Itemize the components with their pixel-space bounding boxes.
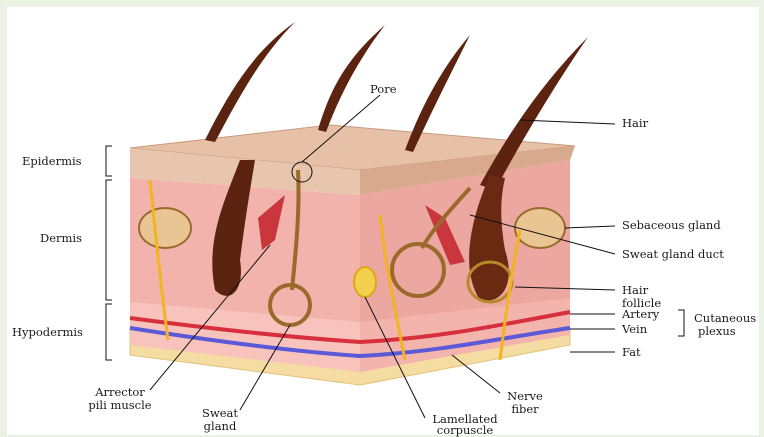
vein-label: Vein — [622, 323, 647, 336]
sebaceous-gland-right — [515, 208, 565, 248]
arrector-label-2: pili muscle — [70, 399, 170, 412]
nerve-label-2: fiber — [495, 403, 555, 416]
lamellated-corpuscle-shape — [354, 267, 376, 297]
lamellated-label-2: corpuscle — [420, 424, 510, 437]
hypodermis-label: Hypodermis — [12, 326, 83, 339]
sebaceous-gland-left — [139, 208, 191, 248]
epidermis-bracket — [106, 146, 112, 176]
sweat-gland-label-2: gland — [190, 420, 250, 433]
hair-label: Hair — [622, 117, 648, 130]
cutaneous-label-2: plexus — [698, 325, 736, 338]
hypodermis-bracket — [106, 304, 112, 360]
dermis-label: Dermis — [40, 232, 82, 245]
sebaceous-leader — [565, 226, 615, 228]
pore-label: Pore — [370, 83, 397, 96]
fat-label: Fat — [622, 346, 641, 359]
hair-leader — [520, 120, 615, 124]
plexus-brace — [678, 310, 684, 336]
sebaceous-gland-label: Sebaceous gland — [622, 219, 721, 232]
hair-shaft-1 — [205, 22, 295, 142]
artery-label: Artery — [622, 308, 659, 321]
dermis-bracket — [106, 180, 112, 300]
sweat-gland-duct-label: Sweat gland duct — [622, 248, 724, 261]
hair-shaft-2 — [318, 25, 385, 132]
epidermis-label: Epidermis — [22, 155, 82, 168]
